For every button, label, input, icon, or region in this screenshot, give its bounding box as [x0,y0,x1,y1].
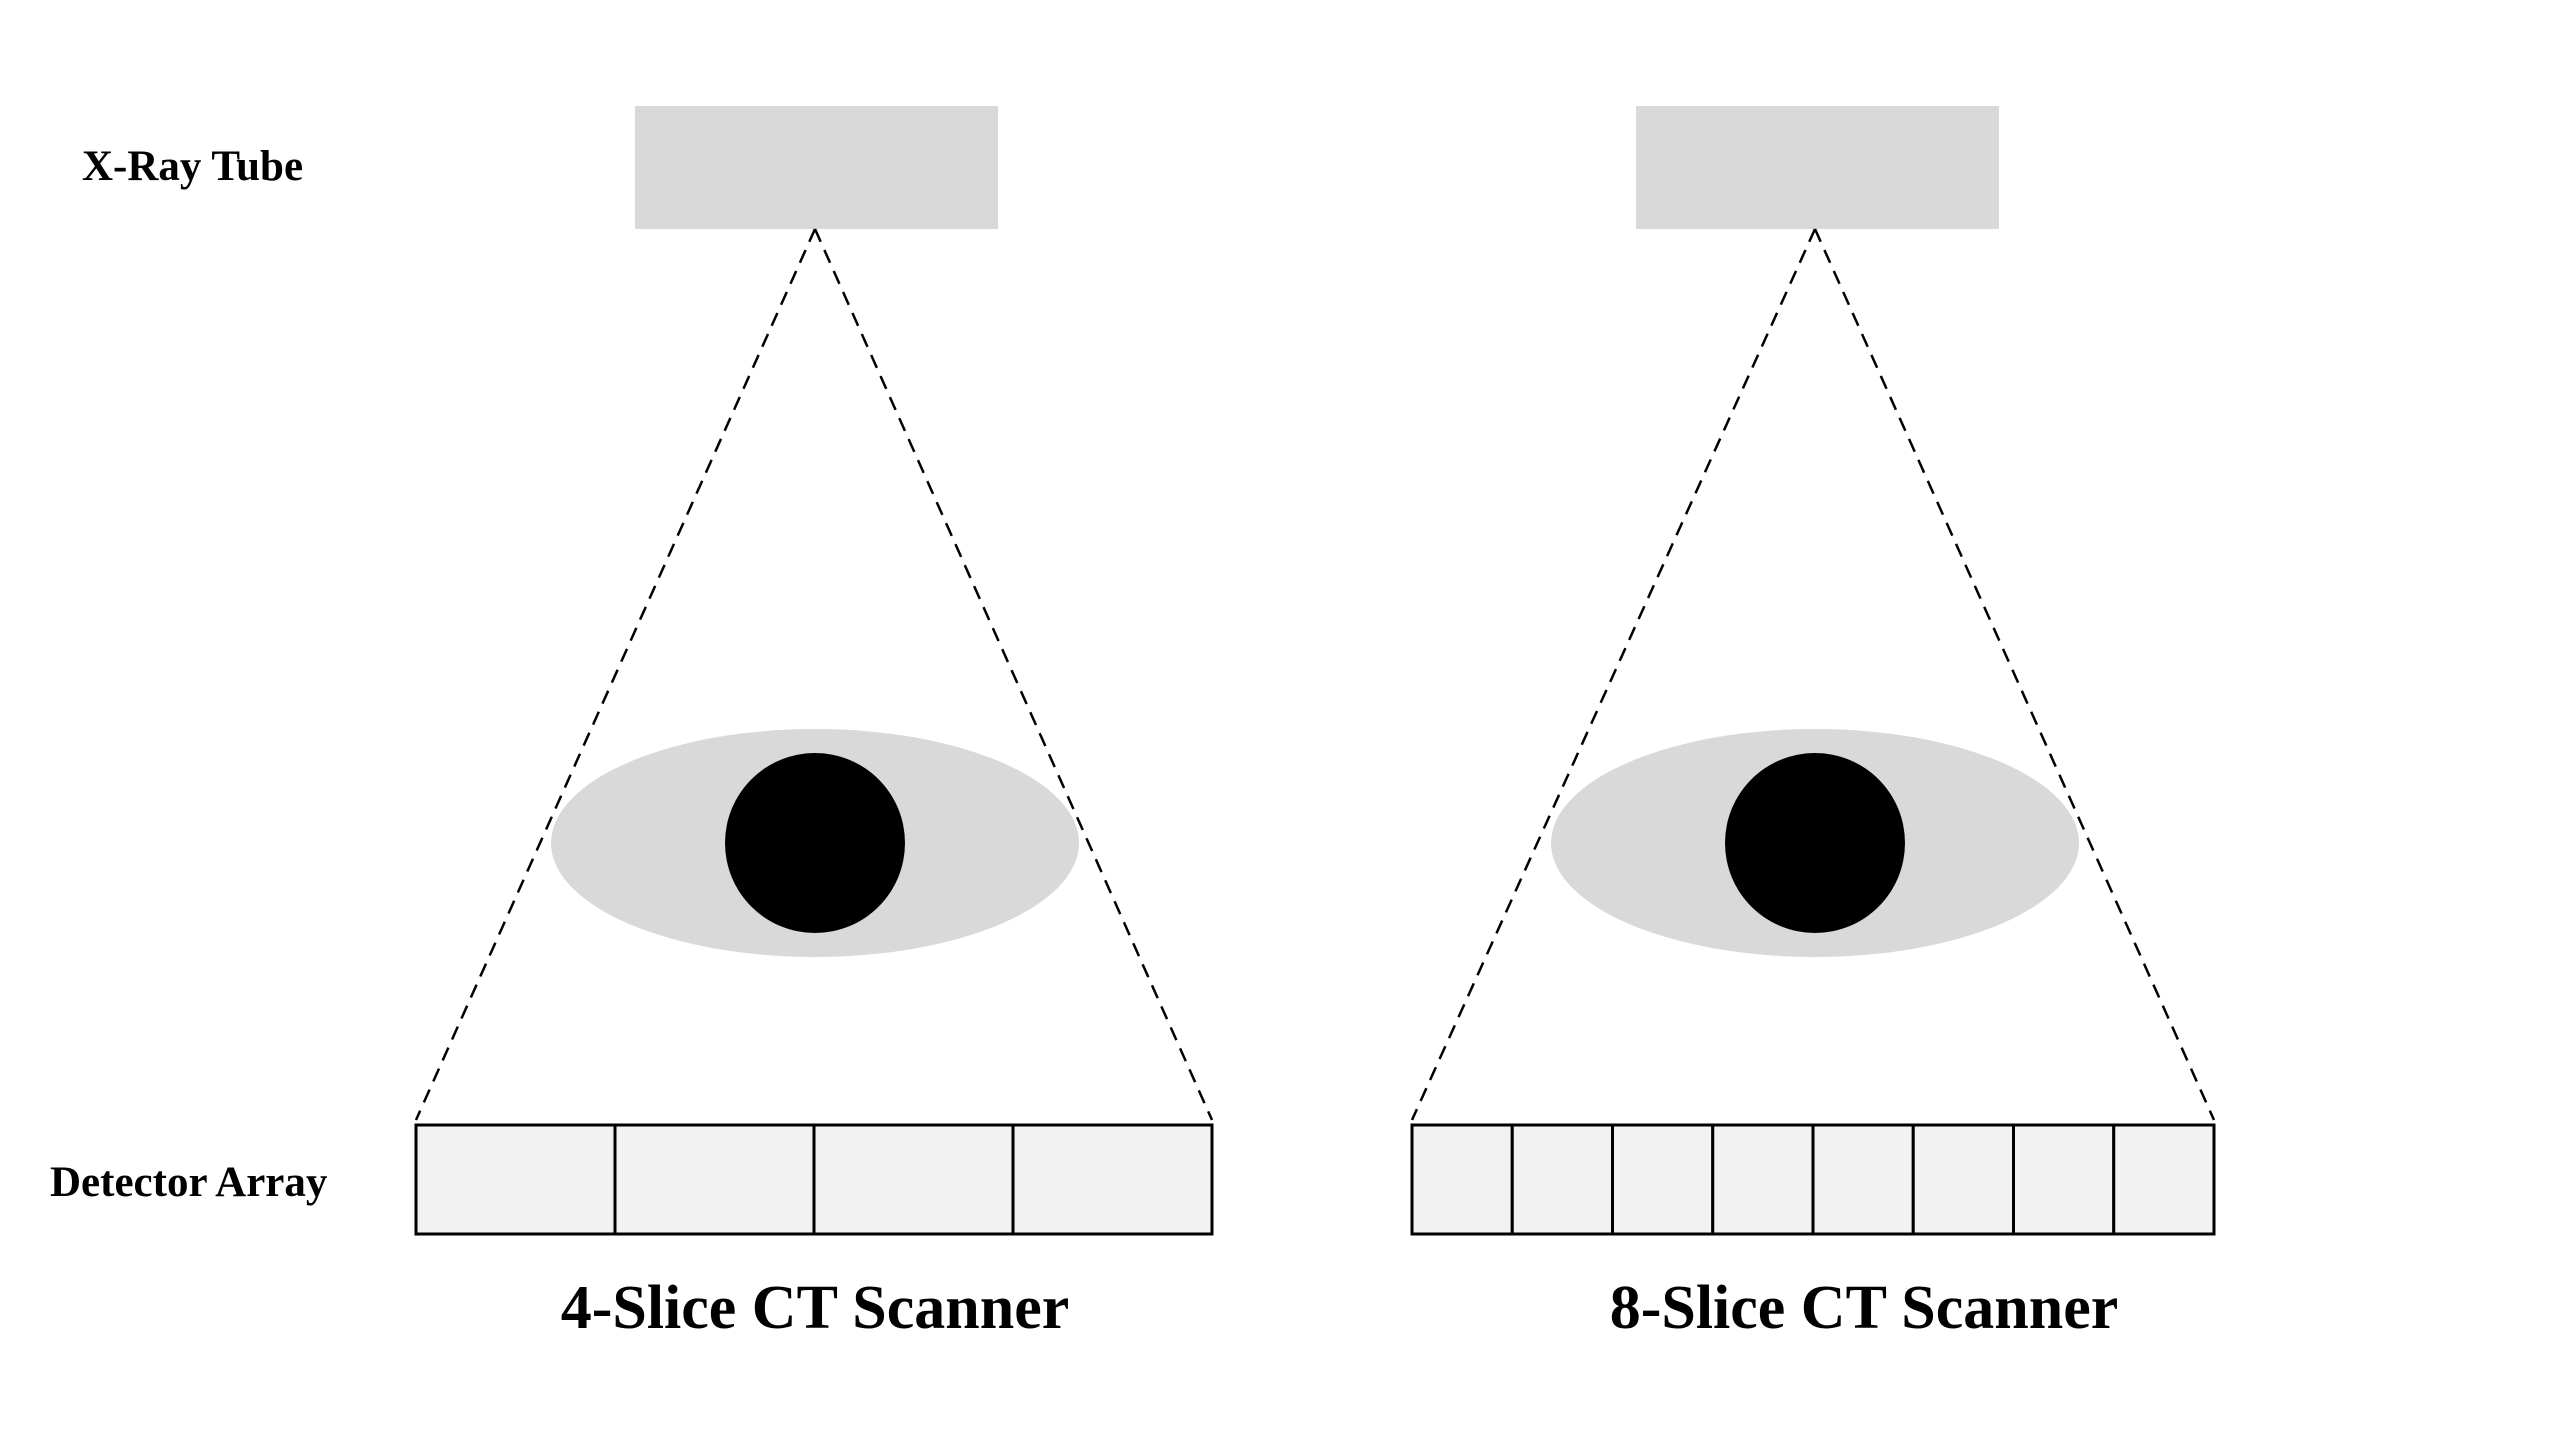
detector-cell [2012,1123,2116,1236]
x-ray-tube [635,106,998,229]
detector-cell [1711,1123,1815,1236]
detector-cell [812,1123,1015,1236]
beam-edge-right [813,228,1214,1121]
target-organ [725,753,905,933]
beam-edge-left [414,228,817,1121]
beam-edge-right [1813,228,2216,1121]
x-ray-tube [1636,106,1999,229]
beam-edge-left [1410,228,1817,1121]
detector-cell [1011,1123,1214,1236]
detector-cell [1611,1123,1715,1236]
scanner-title-8-slice: 8-Slice CT Scanner [1610,1274,2119,1342]
x-ray-tube-label: X-Ray Tube [82,143,303,190]
detector-cell [2112,1123,2216,1236]
detector-cell [1510,1123,1614,1236]
detector-cell [1911,1123,2015,1236]
detector-cell [1811,1123,1915,1236]
detector-cell [414,1123,617,1236]
scanner-8-slice [1410,106,2216,1236]
detector-cell [613,1123,816,1236]
detector-cell [1410,1123,1514,1236]
scanner-4-slice [414,106,1214,1236]
detector-array-label: Detector Array [50,1159,328,1206]
target-organ [1725,753,1905,933]
scanner-title-4-slice: 4-Slice CT Scanner [561,1274,1070,1342]
